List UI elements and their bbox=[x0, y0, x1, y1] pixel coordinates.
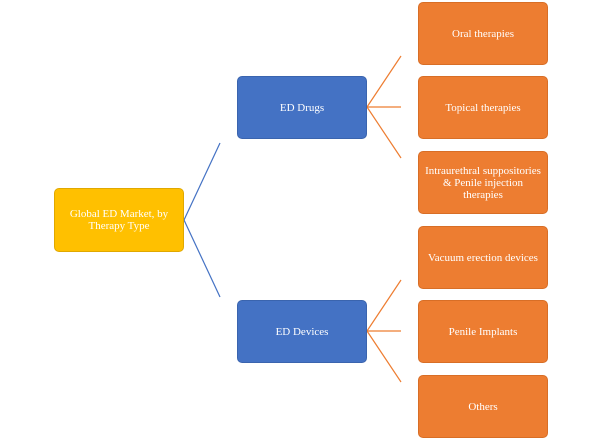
connector-root-to-ed-devices bbox=[183, 219, 221, 298]
branch-node-ed-devices: ED Devices bbox=[237, 300, 367, 363]
connector-ed-devices-to-vacuum bbox=[366, 279, 402, 332]
leaf-node-oral-therapies: Oral therapies bbox=[418, 2, 548, 65]
connector-ed-drugs-to-intraurethral bbox=[366, 106, 402, 159]
connector-ed-drugs-to-oral bbox=[366, 55, 402, 108]
leaf-node-label: Others bbox=[468, 400, 498, 413]
leaf-node-label: Oral therapies bbox=[452, 27, 514, 40]
connector-ed-devices-to-others bbox=[366, 330, 402, 383]
leaf-node-label: Topical therapies bbox=[445, 101, 521, 114]
branch-node-ed-drugs: ED Drugs bbox=[237, 76, 367, 139]
leaf-node-intraurethral: Intraurethral suppositories & Penile inj… bbox=[418, 151, 548, 214]
leaf-node-label: Vacuum erection devices bbox=[428, 251, 538, 264]
leaf-node-label: Intraurethral suppositories & Penile inj… bbox=[425, 164, 541, 201]
leaf-node-penile-implants: Penile Implants bbox=[418, 300, 548, 363]
connector-root-to-ed-drugs bbox=[183, 142, 221, 221]
leaf-node-label: Penile Implants bbox=[448, 325, 518, 338]
root-node: Global ED Market, by Therapy Type bbox=[54, 188, 184, 252]
leaf-node-others: Others bbox=[418, 375, 548, 438]
branch-node-label: ED Drugs bbox=[279, 101, 325, 114]
leaf-node-vacuum-erection-devices: Vacuum erection devices bbox=[418, 226, 548, 289]
leaf-node-topical-therapies: Topical therapies bbox=[418, 76, 548, 139]
branch-node-label: ED Devices bbox=[275, 325, 329, 338]
root-node-label: Global ED Market, by Therapy Type bbox=[69, 208, 169, 232]
